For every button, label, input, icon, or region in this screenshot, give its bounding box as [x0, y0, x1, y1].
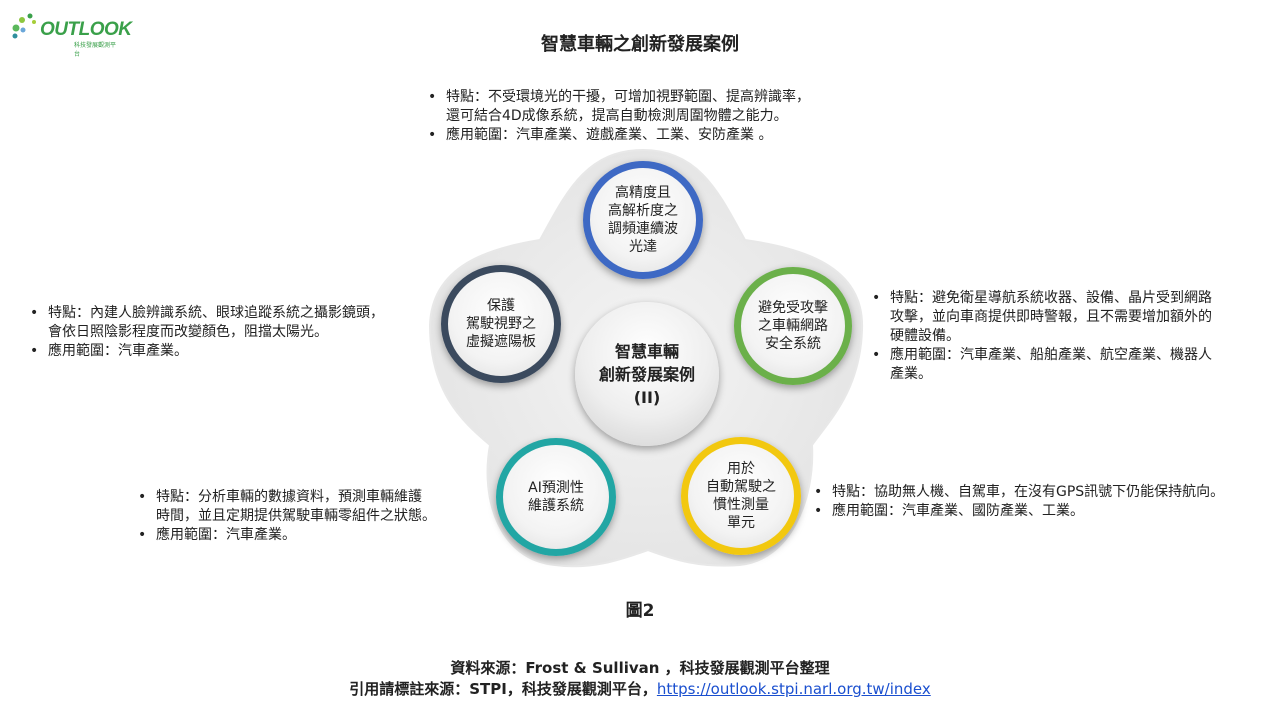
node-fmcw-lidar-label: 高精度且 高解析度之 調頻連續波 光達 — [608, 185, 678, 255]
node-vehicle-network-security: 避免受攻擊 之車輛網路 安全系統 — [734, 267, 852, 385]
logo-dots-icon — [12, 13, 36, 39]
description-right-feature: 特點：避免衛星導航系統收器、設備、晶片受到網路 攻擊，並向車商提供即時警報，且不… — [870, 289, 1212, 346]
description-bottom-left-application: 應用範圍：汽車產業。 — [136, 526, 436, 545]
node-ai-predictive-maintenance-label: AI預測性 維護系統 — [528, 480, 584, 514]
description-right: 特點：避免衛星導航系統收器、設備、晶片受到網路 攻擊，並向車商提供即時警報，且不… — [870, 289, 1212, 384]
node-virtual-sun-visor-label: 保護 駕駛視野之 虛擬遮陽板 — [466, 298, 536, 350]
node-virtual-sun-visor: 保護 駕駛視野之 虛擬遮陽板 — [441, 265, 561, 383]
logo-subtitle: 科技發展觀測平台 — [74, 42, 117, 58]
outlook-link[interactable]: https://outlook.stpi.narl.org.tw/index — [656, 680, 931, 698]
source-citation: 資料來源：Frost & Sullivan ，科技發展觀測平台整理 引用請標註來… — [0, 658, 1280, 700]
description-top-feature: 特點：不受環境光的干擾，可增加視野範圍、提高辨識率， 還可結合4D成像系統，提高… — [426, 88, 810, 126]
description-right-application-line1: 應用範圍：汽車產業、船舶產業、航空產業、機器人 — [890, 347, 1212, 363]
description-left: 特點：內建人臉辨識系統、眼球追蹤系統之攝影鏡頭， 會依日照陰影程度而改變顏色，阻… — [28, 304, 384, 361]
description-right-application-line2: 產業。 — [890, 366, 932, 382]
description-left-feature-line1: 特點：內建人臉辨識系統、眼球追蹤系統之攝影鏡頭， — [48, 305, 384, 321]
figure-label: 圖2 — [625, 601, 655, 621]
node-vehicle-network-security-label: 避免受攻擊 之車輛網路 安全系統 — [758, 300, 828, 352]
description-bottom-left-feature: 特點：分析車輛的數據資料，預測車輛維護 時間，並且定期提供駕駛車輛零組件之狀態。 — [136, 488, 436, 526]
description-right-feature-line3: 硬體設備。 — [890, 328, 960, 344]
description-bottom-right-application: 應用範圍：汽車產業、國防產業、工業。 — [812, 502, 1224, 521]
citation-line: 引用請標註來源：STPI，科技發展觀測平台，https://outlook.st… — [0, 679, 1280, 700]
node-inertial-measurement-unit-label: 用於 自動駕駛之 慣性測量 單元 — [706, 461, 776, 531]
description-right-application: 應用範圍：汽車產業、船舶產業、航空產業、機器人 產業。 — [870, 346, 1212, 384]
description-bottom-left-feature-line2: 時間，並且定期提供駕駛車輛零組件之狀態。 — [156, 508, 436, 524]
description-left-application: 應用範圍：汽車產業。 — [28, 342, 384, 361]
logo-text: OUTLOOK — [40, 19, 132, 40]
node-ai-predictive-maintenance: AI預測性 維護系統 — [496, 438, 616, 556]
description-top-application: 應用範圍：汽車產業、遊戲產業、工業、安防產業 。 — [426, 126, 810, 145]
description-top-feature-line1: 特點：不受環境光的干擾，可增加視野範圍、提高辨識率， — [446, 89, 810, 105]
description-right-feature-line2: 攻擊，並向車商提供即時警報，且不需要增加額外的 — [890, 309, 1212, 325]
center-node: 智慧車輛 創新發展案例 (II) — [575, 302, 719, 446]
description-left-feature-line2: 會依日照陰影程度而改變顏色，阻擋太陽光。 — [48, 324, 328, 340]
description-bottom-left-feature-line1: 特點：分析車輛的數據資料，預測車輛維護 — [156, 489, 422, 505]
outlook-logo: OUTLOOK 科技發展觀測平台 — [10, 8, 132, 58]
description-left-feature: 特點：內建人臉辨識系統、眼球追蹤系統之攝影鏡頭， 會依日照陰影程度而改變顏色，阻… — [28, 304, 384, 342]
center-node-label: 智慧車輛 創新發展案例 (II) — [598, 341, 695, 407]
description-bottom-right: 特點：協助無人機、自駕車，在沒有GPS訊號下仍能保持航向。 應用範圍：汽車產業、… — [812, 483, 1224, 521]
description-bottom-right-feature: 特點：協助無人機、自駕車，在沒有GPS訊號下仍能保持航向。 — [812, 483, 1224, 502]
source-line: 資料來源：Frost & Sullivan ，科技發展觀測平台整理 — [450, 659, 830, 677]
description-top-feature-line2: 還可結合4D成像系統，提高自動檢測周圍物體之能力。 — [446, 108, 788, 124]
description-top: 特點：不受環境光的干擾，可增加視野範圍、提高辨識率， 還可結合4D成像系統，提高… — [426, 88, 810, 145]
node-inertial-measurement-unit: 用於 自動駕駛之 慣性測量 單元 — [681, 437, 801, 555]
description-bottom-left: 特點：分析車輛的數據資料，預測車輛維護 時間，並且定期提供駕駛車輛零組件之狀態。… — [136, 488, 436, 545]
node-fmcw-lidar: 高精度且 高解析度之 調頻連續波 光達 — [583, 161, 703, 279]
page-title: 智慧車輛之創新發展案例 — [541, 34, 739, 55]
citation-prefix: 引用請標註來源：STPI，科技發展觀測平台， — [349, 680, 657, 698]
description-right-feature-line1: 特點：避免衛星導航系統收器、設備、晶片受到網路 — [890, 290, 1212, 306]
